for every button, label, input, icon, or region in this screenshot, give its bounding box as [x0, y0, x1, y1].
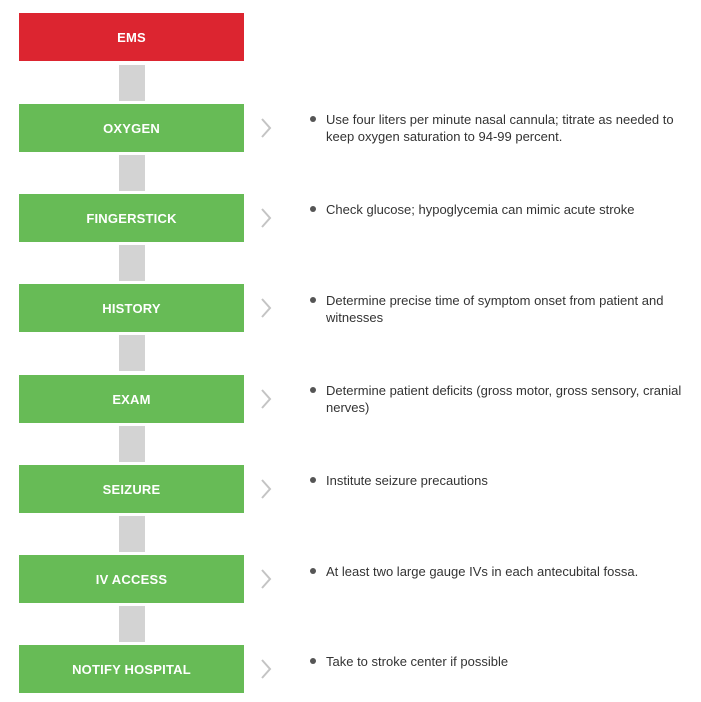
- flow-connector: [119, 335, 145, 371]
- flow-connector: [119, 606, 145, 642]
- chevron-right-icon: [257, 568, 275, 590]
- step-label-ems: EMS: [117, 29, 146, 45]
- step-label-history: HISTORY: [102, 300, 161, 316]
- bullet-dot-icon: [310, 477, 316, 483]
- step-label-iv-access: IV ACCESS: [95, 571, 168, 587]
- chevron-right-icon: [257, 388, 275, 410]
- chevron-right-icon: [257, 207, 275, 229]
- flow-connector: [119, 155, 145, 191]
- flow-connector: [119, 426, 145, 462]
- step-box-history: HISTORY: [19, 284, 244, 332]
- step-box-exam: EXAM: [19, 375, 244, 423]
- bullet-dot-icon: [310, 297, 316, 303]
- flow-connector: [119, 516, 145, 552]
- step-description-history: Determine precise time of symptom onset …: [326, 293, 664, 325]
- bullet-dot-icon: [310, 658, 316, 664]
- step-label-fingerstick: FINGERSTICK: [86, 210, 177, 226]
- bullet-dot-icon: [310, 568, 316, 574]
- step-box-iv-access: IV ACCESS: [19, 555, 244, 603]
- flow-connector: [119, 245, 145, 281]
- step-label-exam: EXAM: [112, 391, 151, 407]
- chevron-right-icon: [257, 478, 275, 500]
- step-label-oxygen: OXYGEN: [103, 120, 160, 136]
- bullet-dot-icon: [310, 206, 316, 212]
- bullet-dot-icon: [310, 387, 316, 393]
- flow-connector: [119, 65, 145, 101]
- step-box-notify-hospital: NOTIFY HOSPITAL: [19, 645, 244, 693]
- step-description-iv-access: At least two large gauge IVs in each ant…: [326, 564, 639, 579]
- chevron-right-icon: [257, 297, 275, 319]
- step-box-seizure: SEIZURE: [19, 465, 244, 513]
- step-box-oxygen: OXYGEN: [19, 104, 244, 152]
- step-description-oxygen: Use four liters per minute nasal cannula…: [326, 112, 674, 144]
- chevron-right-icon: [257, 117, 275, 139]
- step-box-fingerstick: FINGERSTICK: [19, 194, 244, 242]
- step-description-seizure: Institute seizure precautions: [326, 473, 488, 488]
- step-label-seizure: SEIZURE: [102, 481, 161, 497]
- step-box-ems: EMS: [19, 13, 244, 61]
- step-label-notify-hospital: NOTIFY HOSPITAL: [72, 661, 191, 677]
- step-description-exam: Determine patient deficits (gross motor,…: [326, 383, 682, 415]
- bullet-dot-icon: [310, 116, 316, 122]
- step-description-notify-hospital: Take to stroke center if possible: [326, 654, 509, 669]
- step-description-fingerstick: Check glucose; hypoglycemia can mimic ac…: [326, 202, 635, 217]
- chevron-right-icon: [257, 658, 275, 680]
